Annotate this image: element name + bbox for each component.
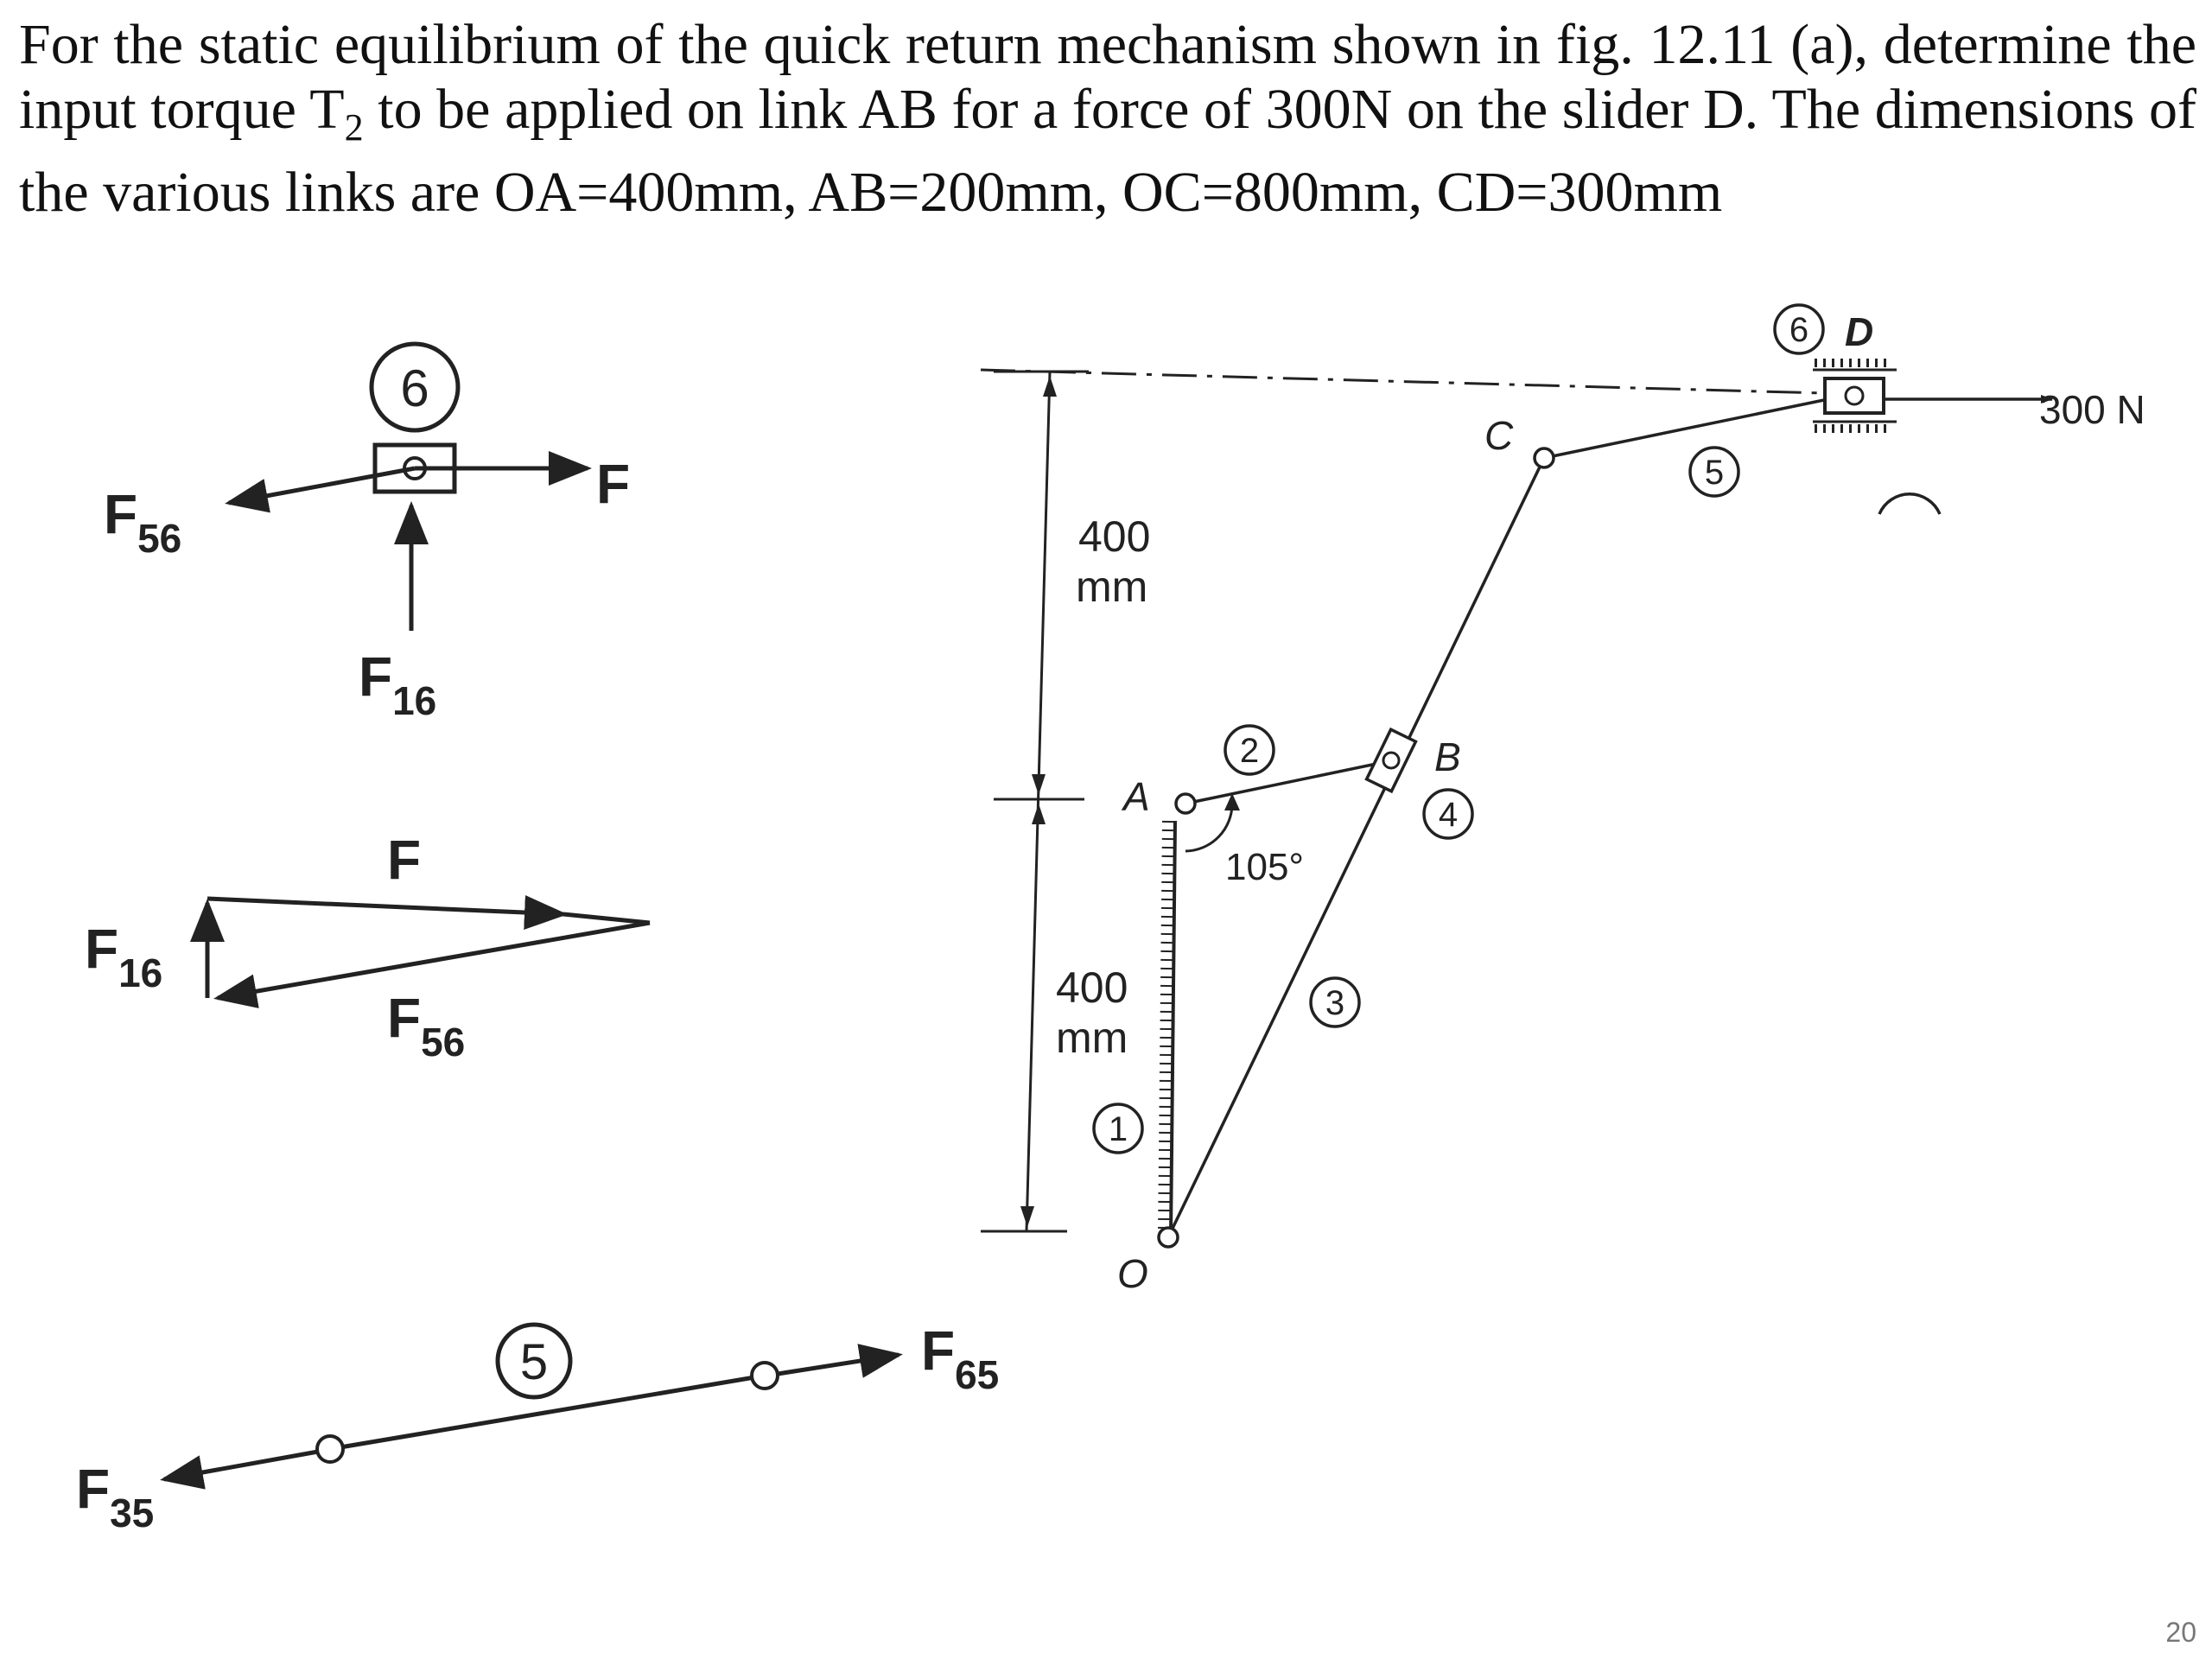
- fixed-link-1: [1169, 820, 1177, 1236]
- point-o-label: O: [1117, 1251, 1148, 1296]
- angle-label: 105°: [1225, 846, 1304, 888]
- link-6-number-circle: [369, 341, 461, 433]
- page-number: 20: [2165, 1617, 2196, 1648]
- problem-line-2: input torque T2 to be applied on link AB…: [19, 77, 2196, 160]
- problem-line-1: For the static equilibrium of the quick …: [19, 13, 2196, 76]
- dimension-arrow-2: [1032, 774, 1046, 795]
- triangle-apex-line: [563, 912, 651, 925]
- triangle-f56-subscript: 56: [421, 1020, 465, 1065]
- link-5-pin-left: [315, 1434, 345, 1464]
- link-4-number: 4: [1439, 796, 1458, 834]
- force-f56-arrow: [225, 466, 416, 513]
- force-f65-arrow: [777, 1344, 903, 1378]
- triangle-f-side: [207, 895, 568, 931]
- link-5-connecting-rod: [1543, 394, 1846, 460]
- link-5-body: [329, 1373, 766, 1452]
- f65-letter: F: [921, 1319, 955, 1382]
- force-f35-arrow: [160, 1449, 319, 1490]
- problem-line-2-start: input torque T: [19, 78, 345, 141]
- link-4-number-circle: [1422, 788, 1474, 840]
- link-5-number-circle: [495, 1322, 573, 1400]
- point-c-label: C: [1484, 413, 1514, 458]
- f35-letter: F: [76, 1458, 110, 1520]
- slider-path-centerline: [980, 368, 1824, 395]
- f16-subscript: 16: [392, 678, 436, 723]
- point-a-label: A: [1121, 774, 1150, 819]
- link-6-number-main: 6: [1789, 311, 1808, 349]
- dimension-upper-value: 400: [1078, 512, 1150, 561]
- link-5-number: 5: [520, 1334, 548, 1390]
- link-6-number-circle-main: [1773, 303, 1825, 355]
- link-5-number-circle-main: [1688, 446, 1740, 498]
- f16-letter: F: [359, 645, 392, 708]
- point-d-label: D: [1845, 309, 1873, 354]
- joint-o: [1157, 1226, 1179, 1249]
- dimension-arrow-4: [1020, 1206, 1034, 1227]
- joint-c: [1533, 447, 1555, 469]
- dimension-arrow-1: [1043, 376, 1057, 397]
- link-1-number-circle: [1092, 1103, 1144, 1154]
- link-5-number-main: 5: [1705, 454, 1724, 492]
- link-3-number-circle: [1309, 976, 1361, 1028]
- slider-free-body-diagram: [225, 341, 592, 631]
- triangle-f16-label: F16: [85, 918, 162, 995]
- problem-statement: For the static equilibrium of the quick …: [19, 12, 2196, 225]
- angle-arc-arrowhead: [1224, 793, 1240, 810]
- dimension-lower-value: 400: [1056, 963, 1128, 1012]
- link-5-pin-right: [750, 1361, 779, 1390]
- link-1-number: 1: [1109, 1110, 1128, 1148]
- dimension-arrow-3: [1032, 804, 1046, 824]
- f65-subscript: 65: [955, 1352, 999, 1397]
- angle-arc: [1185, 803, 1234, 853]
- f56-letter: F: [104, 483, 137, 545]
- joint-a: [1174, 792, 1197, 815]
- link-2-crank: [1185, 759, 1394, 805]
- joint-b: [1382, 751, 1401, 770]
- ground-hatching: [1158, 820, 1174, 1236]
- problem-line-3: the various links are OA=400mm, AB=200mm…: [19, 161, 1723, 225]
- f56-subscript: 56: [137, 516, 181, 561]
- link-2-number-circle: [1224, 724, 1275, 776]
- f35-label: F35: [76, 1458, 154, 1535]
- point-b-label: B: [1434, 734, 1461, 779]
- f35-subscript: 35: [110, 1491, 154, 1535]
- triangle-f16-letter: F: [85, 918, 118, 980]
- link-5-free-body-diagram: [160, 1322, 903, 1490]
- problem-line-2-end: to be applied on link AB for a force of …: [363, 78, 2197, 141]
- load-label: 300 N: [2039, 387, 2145, 432]
- f65-label: F65: [921, 1319, 999, 1397]
- quick-return-mechanism: [980, 303, 2053, 1249]
- triangle-f-label: F: [387, 829, 421, 891]
- dimension-lower-unit: mm: [1056, 1014, 1128, 1062]
- f56-label: F56: [104, 483, 181, 561]
- link-6-number: 6: [400, 359, 429, 417]
- link-3-number: 3: [1325, 984, 1344, 1022]
- triangle-f16-subscript: 16: [118, 950, 162, 995]
- dimension-line: [1025, 371, 1052, 1232]
- torque-subscript: 2: [344, 106, 364, 149]
- f-label: F: [596, 453, 630, 515]
- dimension-upper-unit: mm: [1076, 563, 1147, 611]
- triangle-f56-side: [213, 920, 651, 1008]
- link-3-rocker: [1166, 457, 1546, 1238]
- f16-label: F16: [359, 645, 436, 723]
- force-triangle: [190, 895, 651, 1008]
- triangle-f56-letter: F: [387, 987, 421, 1049]
- partial-arc: [1878, 493, 1942, 515]
- link-2-number: 2: [1240, 732, 1259, 770]
- joint-d: [1844, 385, 1865, 406]
- triangle-f56-label: F56: [387, 987, 465, 1065]
